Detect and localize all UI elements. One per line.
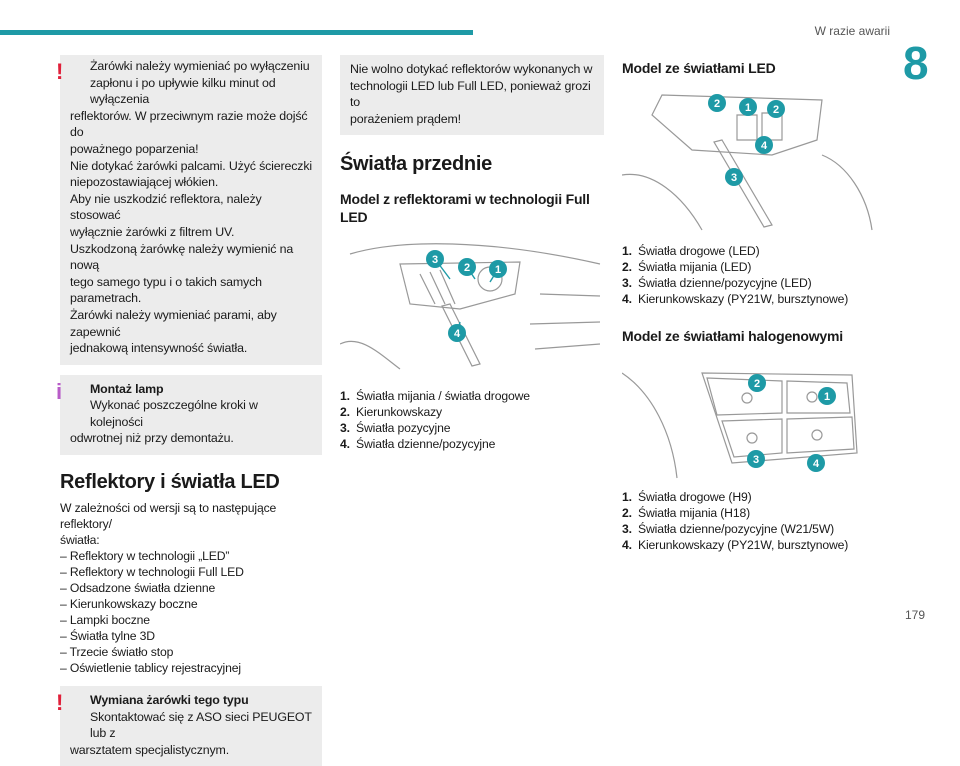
callout-4: 4: [807, 454, 825, 472]
warning-line: Żarówki należy wymieniać parami, aby zap…: [70, 307, 277, 339]
svg-text:1: 1: [745, 102, 751, 114]
full-led-headlamp-illustration: 3 2 1 4: [340, 234, 604, 375]
warning-exclamation-icon: !: [56, 690, 64, 716]
page-number: 179: [905, 608, 926, 622]
callout-3: 3: [747, 450, 765, 468]
led-headlamp-illustration: 2 1 2 4 3: [622, 85, 882, 235]
warning-line: poważnego poparzenia!: [70, 141, 199, 156]
note-box-led-shock: Nie wolno dotykać reflektorów wykonanych…: [340, 55, 604, 136]
legend-item: 3.Światła dzienne/pozycyjne (LED): [622, 276, 812, 290]
svg-text:4: 4: [454, 328, 461, 340]
legend-item: 3.Światła dzienne/pozycyjne (W21/5W): [622, 522, 835, 536]
info-line: odwrotnej niż przy demontażu.: [70, 431, 234, 446]
subheading-halogen: Model ze światłami halogenowymi: [622, 328, 843, 344]
warning-box-specialist: ! Wymiana żarówki tego typu Skontaktować…: [56, 686, 322, 766]
legend-item: 2.Światła mijania (LED): [622, 260, 752, 274]
legend-item: 2.Kierunkowskazy: [340, 405, 442, 420]
info-box-assembly: i Montaż lamp Wykonać poszczególne kroki…: [56, 374, 322, 456]
led-legend: 1.Światła drogowe (LED) 2.Światła mijani…: [622, 243, 890, 307]
list-item: Oświetlenie tablicy rejestracyjnej: [60, 660, 322, 676]
list-item: Kierunkowskazy boczne: [60, 596, 322, 612]
legend-item: 1.Światła mijania / światła drogowe: [340, 389, 530, 404]
legend-item: 2.Światła mijania (H18): [622, 506, 750, 520]
subheading-line: LED: [340, 209, 368, 226]
subheading-line: Model z reflektorami w technologii Full: [340, 191, 590, 208]
section-title: W razie awarii: [814, 24, 890, 38]
legend-item: 4.Kierunkowskazy (PY21W, bursztynowe): [622, 292, 849, 306]
info-icon: i: [56, 378, 62, 404]
subheading-full-led: Model z reflektorami w technologii Full …: [340, 190, 604, 226]
legend-item: 1.Światła drogowe (H9): [622, 490, 752, 504]
legend-item: 3.Światła pozycyjne: [340, 421, 451, 436]
callout-2: 2: [708, 94, 726, 112]
note-line: porażeniem prądem!: [350, 111, 461, 126]
svg-text:3: 3: [432, 254, 438, 266]
warning-line: warsztatem specjalistycznym.: [70, 742, 229, 757]
warning-line: Żarówki należy wymieniać po wyłączeniu: [90, 59, 310, 73]
warning-line: Uszkodzoną żarówkę należy wymienić na no…: [70, 241, 294, 273]
info-line: Wykonać poszczególne kroki w kolejności: [90, 398, 258, 429]
lamp-types-list: Reflektory w technologii „LED” Reflektor…: [60, 548, 322, 676]
chapter-number: 8: [903, 37, 929, 89]
svg-text:2: 2: [714, 98, 720, 110]
warning-exclamation-icon: !: [56, 59, 64, 84]
list-item: Lampki boczne: [60, 612, 322, 628]
warning-line: jednakową intensywność światła.: [70, 341, 248, 356]
list-item: Odsadzone światła dzienne: [60, 580, 322, 596]
warning-title: Wymiana żarówki tego typu: [90, 693, 249, 708]
warning-line: Aby nie uszkodzić reflektora, należy sto…: [70, 191, 262, 223]
note-line: Nie wolno dotykać reflektorów wykonanych…: [350, 62, 593, 76]
intro-line: W zależności od wersji są to następujące…: [60, 501, 277, 532]
halogen-legend: 1.Światła drogowe (H9) 2.Światła mijania…: [622, 489, 890, 553]
note-line: technologii LED lub Full LED, ponieważ g…: [350, 78, 591, 110]
full-led-legend: 1.Światła mijania / światła drogowe 2.Ki…: [340, 388, 604, 452]
warning-line: zapłonu i po upływie kilku minut od wyłą…: [90, 75, 276, 107]
list-item: Reflektory w technologii Full LED: [60, 564, 322, 580]
warning-box-bulb-replacement: ! Żarówki należy wymieniać po wyłączeniu…: [56, 55, 322, 365]
callout-3: 3: [725, 168, 743, 186]
svg-text:2: 2: [464, 262, 470, 274]
callout-1: 1: [739, 98, 757, 116]
heading-headlamps-led: Reflektory i światła LED: [60, 471, 280, 494]
svg-text:3: 3: [753, 454, 759, 466]
warning-line: Skontaktować się z ASO sieci PEUGEOT lub…: [90, 709, 312, 741]
svg-text:1: 1: [495, 264, 501, 276]
list-item: Reflektory w technologii „LED”: [60, 548, 322, 564]
callout-4: 4: [755, 136, 773, 154]
svg-text:2: 2: [773, 104, 779, 116]
column-middle: Nie wolno dotykać reflektorów wykonanych…: [340, 55, 604, 452]
legend-item: 4.Kierunkowskazy (PY21W, bursztynowe): [622, 538, 849, 552]
svg-text:3: 3: [731, 172, 737, 184]
intro-line: światła:: [60, 533, 100, 548]
callout-2: 2: [767, 100, 785, 118]
callout-2: 2: [458, 258, 476, 277]
svg-text:2: 2: [754, 378, 760, 390]
warning-line: tego samego typu i o takich samych param…: [70, 274, 262, 306]
column-right: Model ze światłami LED 2 1 2 4 3 1.Świat…: [622, 55, 890, 553]
warning-line: Nie dotykać żarówki palcami. Użyć ściere…: [70, 158, 312, 173]
svg-text:1: 1: [824, 391, 830, 403]
list-item: Trzecie światło stop: [60, 644, 322, 660]
warning-line: wyłącznie żarówki z filtrem UV.: [70, 224, 235, 239]
info-title: Montaż lamp: [90, 381, 164, 396]
callout-3: 3: [426, 250, 444, 269]
intro-paragraph: W zależności od wersji są to następujące…: [60, 500, 322, 548]
warning-line: reflektorów. W przeciwnym razie może doj…: [70, 108, 308, 140]
warning-line: niepozostawiającej włókien.: [70, 175, 219, 190]
legend-item: 1.Światła drogowe (LED): [622, 244, 760, 258]
header-accent-bar: [0, 30, 473, 35]
callout-2: 2: [748, 374, 766, 392]
list-item: Światła tylne 3D: [60, 628, 322, 644]
callout-4: 4: [448, 324, 466, 343]
halogen-headlamp-illustration: 2 1 3 4: [622, 353, 882, 483]
svg-text:4: 4: [761, 140, 768, 152]
subheading-led: Model ze światłami LED: [622, 60, 776, 76]
column-left: ! Żarówki należy wymieniać po wyłączeniu…: [56, 55, 322, 766]
svg-text:4: 4: [813, 458, 820, 470]
callout-1: 1: [489, 260, 507, 279]
heading-front-lights: Światła przednie: [340, 153, 492, 176]
callout-1: 1: [818, 387, 836, 405]
legend-item: 4.Światła dzienne/pozycyjne: [340, 437, 496, 452]
